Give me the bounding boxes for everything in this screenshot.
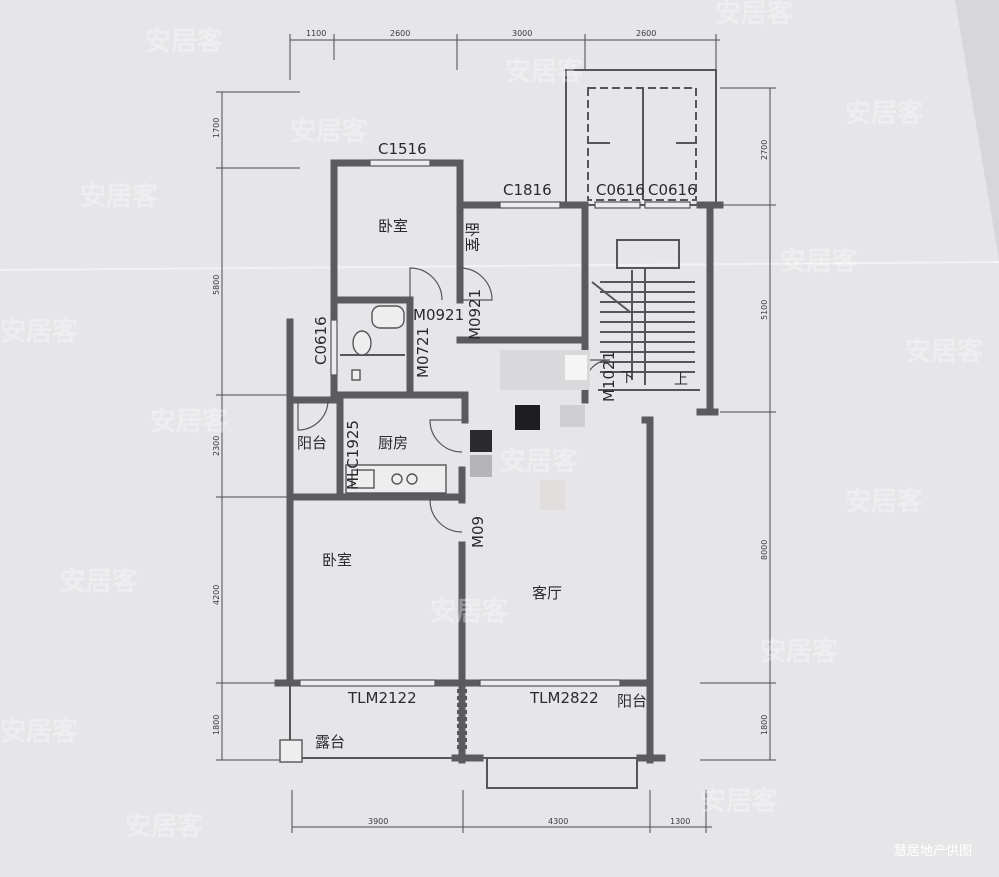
dim-right-3: 8000 [760,540,769,560]
watermark: 安居客 [60,566,139,597]
dim-top-1: 1100 [306,29,326,38]
watermark: 安居客 [760,636,839,667]
toilet-icon [352,330,372,356]
stove-burner-icon [406,473,418,485]
watermark: 安居客 [845,98,924,129]
dim-bottom-2: 4300 [548,817,568,826]
dimension-text: 1100 2600 3000 2600 3900 4300 1300 1700 … [212,29,769,826]
watermark: 安居客 [80,181,159,212]
labels: C1516 C1816 C0616 C0616 C0616 M0921 M092… [312,140,697,707]
dim-left-3: 2300 [212,436,221,456]
room-kitchen: 厨房 [378,434,408,452]
stair-down-label: 下 [620,370,634,386]
stair-up-label: 上 [674,372,688,388]
privacy-blur [470,350,590,510]
watermark: 安居客 [715,0,794,29]
door-label-m1021: M1021 [600,351,618,402]
stove-burner-icon [391,473,403,485]
watermark: 安居客 [430,596,509,627]
watermark: 安居客 [145,26,224,57]
dim-left-2: 5800 [212,275,221,295]
room-living: 客厅 [532,584,562,602]
dim-left-1: 1700 [212,118,221,138]
paper-fold [0,261,999,271]
door-label-mlc1925: MLC1925 [344,420,362,490]
watermark: 安居客 [290,116,369,147]
dim-top-2: 2600 [390,29,410,38]
dim-left-5: 1800 [212,715,221,735]
watermark: 安居客 [125,811,204,842]
drain-icon [279,739,303,763]
walls [274,159,724,789]
dim-right-2: 5100 [760,300,769,320]
sink-icon [351,469,375,489]
room-bedroom-bottom: 卧室 [322,551,352,569]
door-label-tlm2122: TLM2122 [347,689,417,707]
watermark: 安居客 [505,56,584,87]
shower-icon [351,369,361,381]
image-credit: 慧居地产供图 [894,843,972,859]
watermark: 安居客 [500,446,579,477]
watermark: 安居客 [0,316,79,347]
room-balcony-right: 阳台 [617,692,647,710]
watermark: 安居客 [845,486,924,517]
window-label-c0616-side: C0616 [312,316,330,365]
dim-right-1: 2700 [760,140,769,160]
windows [299,159,691,687]
watermark: 安居客 [700,786,779,817]
watermarks: 安居客 安居客 安居客 安居客 安居客 安居客 安居客 安居客 安居客 安居客 … [0,0,984,842]
dim-top-4: 2600 [636,29,656,38]
dim-right-4: 1800 [760,715,769,735]
room-terrace: 露台 [315,733,345,751]
watermark: 安居客 [780,246,859,277]
door-label-m0921-a: M0921 [413,306,464,324]
window-label-c0616-b: C0616 [648,181,697,199]
door-label-m0921-b: M0921 [466,289,484,340]
window-label-c0616-a: C0616 [596,181,645,199]
window-label-c1516: C1516 [378,140,427,158]
doors [297,267,611,751]
room-bedroom-small: 卧室 [463,222,481,252]
dim-top-3: 3000 [512,29,532,38]
watermark: 安居客 [150,406,229,437]
door-label-tlm2822: TLM2822 [529,689,599,707]
washbasin-icon [371,305,405,329]
fixtures [279,305,447,763]
watermark: 安居客 [0,716,79,747]
door-label-m09: M09 [469,516,487,548]
room-bedroom-top: 卧室 [378,217,408,235]
dim-left-4: 4200 [212,585,221,605]
dim-bottom-1: 3900 [368,817,388,826]
room-labels: 卧室 卧室 卧室 厨房 客厅 阳台 阳台 露台 [297,217,647,751]
window-label-c1816: C1816 [503,181,552,199]
door-label-m0721: M0721 [414,327,432,378]
watermark: 安居客 [905,336,984,367]
dim-bottom-3: 1300 [670,817,690,826]
dimension-lines [216,34,776,833]
room-balcony-left: 阳台 [297,434,327,452]
